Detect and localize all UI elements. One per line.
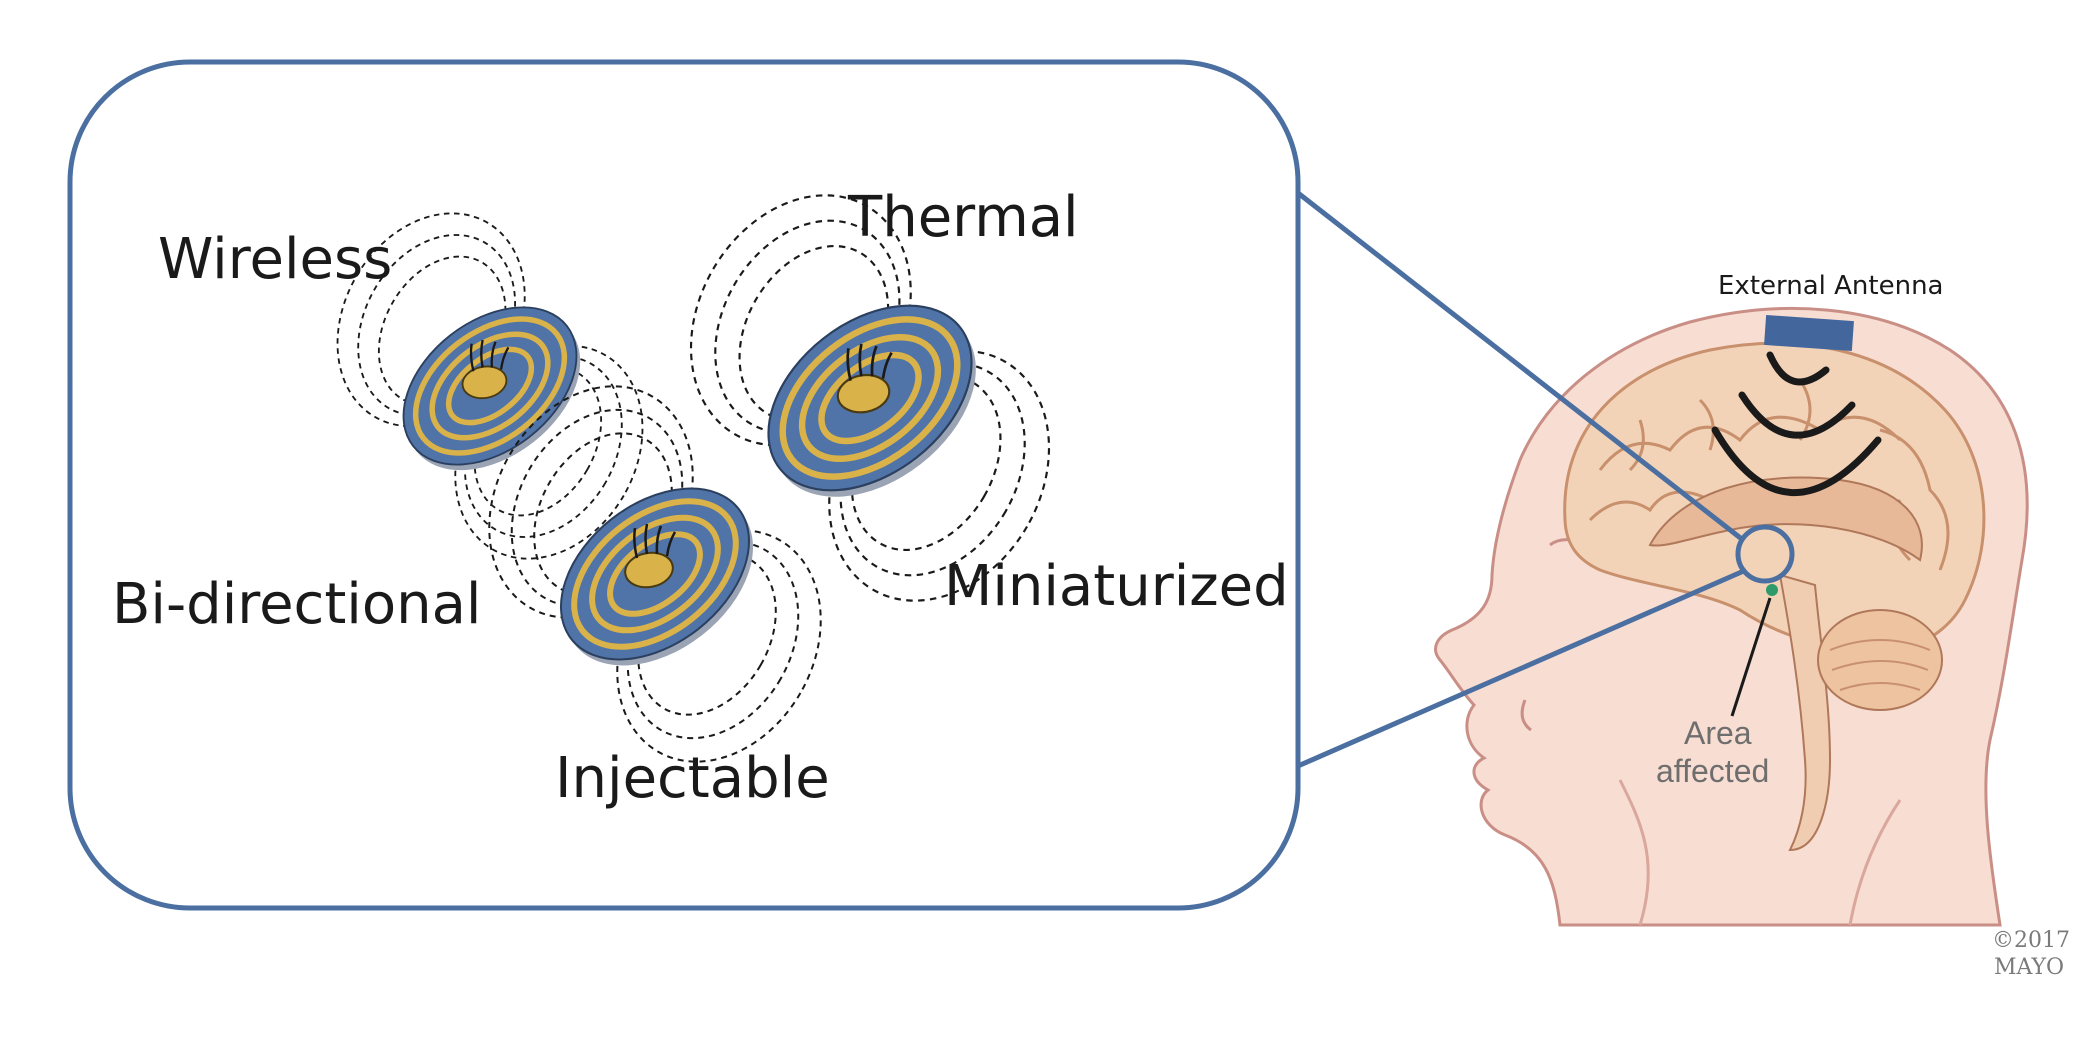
head-illustration — [1352, 288, 2082, 988]
label-miniaturized: Miniaturized — [944, 554, 1289, 619]
copyright-owner: MAYO — [1994, 955, 2064, 980]
label-thermal: Thermal — [847, 185, 1079, 250]
zoom-line-bottom — [1296, 567, 1748, 769]
label-area-affected-1: Area — [1684, 715, 1752, 751]
wireless-wave-icon — [1711, 351, 1882, 496]
target-ring — [1735, 524, 1795, 584]
feature-frame — [67, 59, 1301, 911]
label-external-antenna: External Antenna — [1718, 271, 1943, 301]
zoom-line-top — [1296, 191, 1745, 542]
label-area-affected-2: affected — [1656, 753, 1769, 789]
external-antenna-icon — [1764, 314, 1854, 352]
area-pointer-line — [1730, 597, 1772, 717]
copyright-year: ©2017 — [1992, 928, 2070, 953]
label-injectable: Injectable — [555, 746, 830, 811]
label-wireless: Wireless — [158, 227, 392, 292]
label-bidirectional: Bi-directional — [112, 572, 481, 637]
